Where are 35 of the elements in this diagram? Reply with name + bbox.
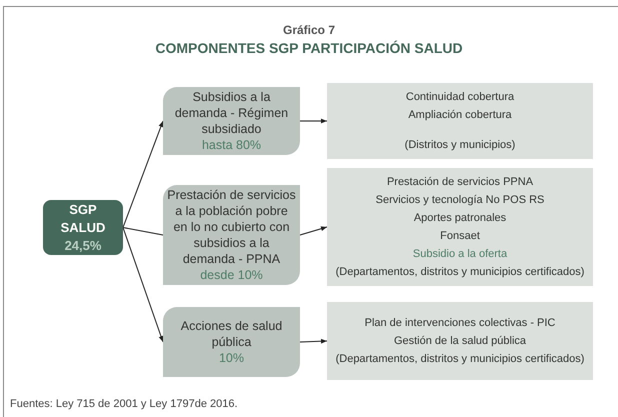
component-box <box>163 307 300 377</box>
arrow <box>300 118 328 124</box>
box-text: (Departamentos, distritos y municipios certificados) <box>336 265 584 280</box>
box-text: desde 10% <box>200 267 263 283</box>
box-text: (Distritos y municipios) <box>404 138 516 153</box>
box-text: Aportes patronales <box>414 211 506 226</box>
box-text: Subsidio a la oferta <box>412 247 508 262</box>
box-text: Fonsaet <box>440 229 480 244</box>
box-text: (Departamentos, distritos y municipios certificados) <box>336 352 584 367</box>
detail-box <box>327 302 593 380</box>
arrow <box>122 227 164 342</box>
box-text: Continuidad cobertura <box>406 90 514 105</box>
title: COMPONENTES SGP PARTICIPACIÓN SALUD <box>154 39 464 58</box>
box-text: 24,5% <box>64 236 102 254</box>
root-box <box>43 200 123 255</box>
box-text: SGP SALUD <box>60 200 106 236</box>
box-text: Servicios y tecnología No POS RS <box>376 193 544 208</box>
arrow <box>300 338 328 344</box>
box-text: Gestión de la salud pública <box>394 334 526 349</box>
box-text: Acciones de salud pública <box>180 318 284 350</box>
source-note: Fuentes: Ley 715 de 2001 y Ley 1797de 2016. <box>10 397 238 412</box>
box-text: hasta 80% <box>202 137 262 153</box>
component-box <box>163 87 300 155</box>
box-text: Prestación de servicios a la población pobre en lo no cubierto con subsidios a la demanda - PPNA <box>167 187 296 267</box>
component-box <box>163 185 300 285</box>
detail-box <box>327 83 593 159</box>
box-text: Ampliación cobertura <box>408 108 512 123</box>
arrow <box>300 226 328 236</box>
box-text: Plan de intervenciones colectivas - PIC <box>364 316 556 331</box>
box-text: Subsidios a la demanda - Régimen subsidiado <box>174 89 290 137</box>
figure-number: Gráfico 7 <box>282 22 336 39</box>
box-text: Prestación de servicios PPNA <box>386 175 534 190</box>
box-text: 10% <box>218 350 244 366</box>
arrow <box>122 120 164 228</box>
detail-box <box>327 168 593 286</box>
